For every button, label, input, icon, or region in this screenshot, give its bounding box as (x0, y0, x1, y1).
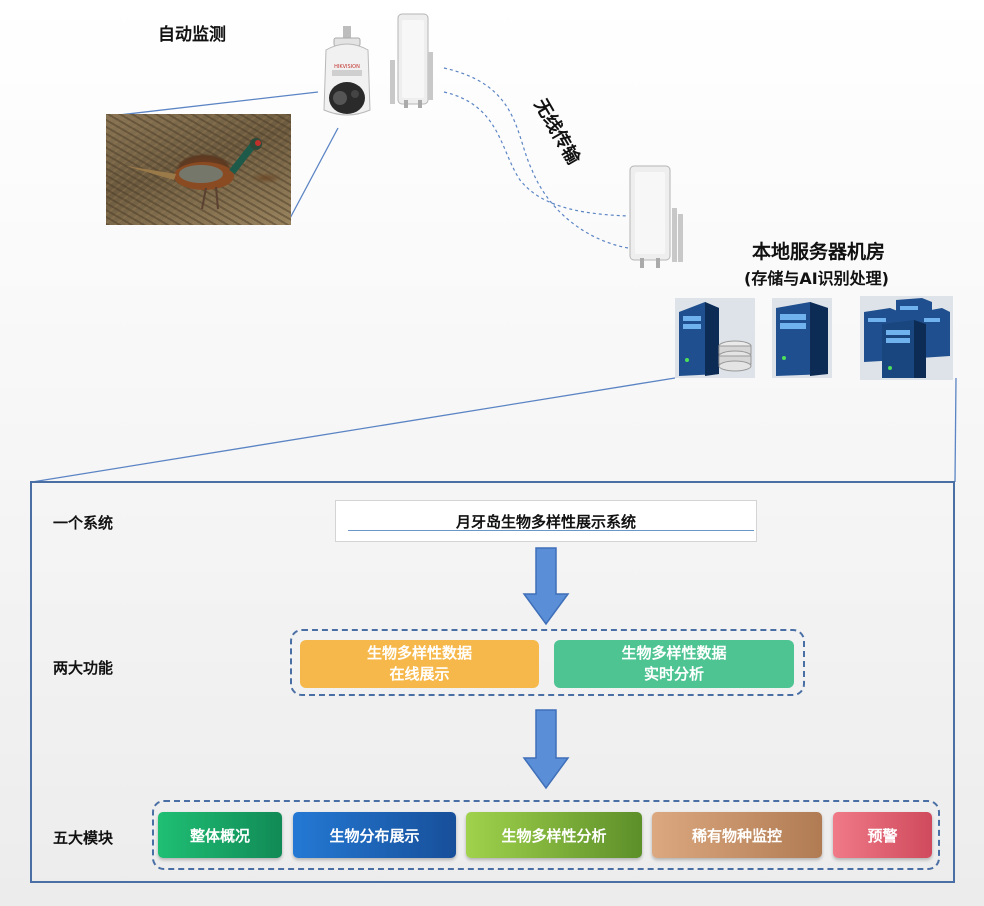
functions-group (290, 629, 805, 696)
module-warning: 预警 (833, 812, 932, 858)
row-label-functions: 两大功能 (53, 659, 114, 677)
wireless-antenna-icon (629, 165, 683, 268)
server-room-title: 本地服务器机房 (752, 241, 886, 263)
server-cluster-tile (860, 296, 953, 380)
down-arrow-icon (522, 709, 570, 790)
server-tile (772, 298, 832, 378)
server-icon (776, 302, 828, 376)
pheasant-icon (126, 138, 262, 210)
server-database-tile (675, 298, 755, 378)
modules-group (152, 800, 940, 870)
module-overview: 整体概况 (158, 812, 282, 858)
system-title-text: 月牙岛生物多样性展示系统 (455, 512, 636, 531)
pheasant-photo (106, 114, 291, 225)
system-frame (30, 481, 955, 883)
row-label-system: 一个系统 (53, 514, 114, 532)
server-cluster-icon (864, 298, 950, 378)
camera-icon: HIKVISION (323, 26, 371, 116)
system-title: 月牙岛生物多样性展示系统 (335, 500, 757, 542)
database-icon (718, 340, 752, 372)
module-rare-species: 稀有物种监控 (652, 812, 822, 858)
server-room-subtitle: (存储与AI识别处理) (744, 269, 889, 288)
row-label-modules: 五大模块 (53, 829, 114, 847)
module-diversity-analysis: 生物多样性分析 (466, 812, 642, 858)
down-arrow-icon (522, 547, 570, 626)
module-distribution: 生物分布展示 (293, 812, 456, 858)
server-icon (679, 302, 752, 376)
wireless-antenna-icon (390, 13, 433, 108)
auto-monitor-label: 自动监测 (158, 25, 226, 45)
svg-text:HIKVISION: HIKVISION (334, 64, 360, 70)
function-realtime-analysis: 生物多样性数据 实时分析 (554, 640, 794, 688)
function-online-display: 生物多样性数据 在线展示 (300, 640, 539, 688)
